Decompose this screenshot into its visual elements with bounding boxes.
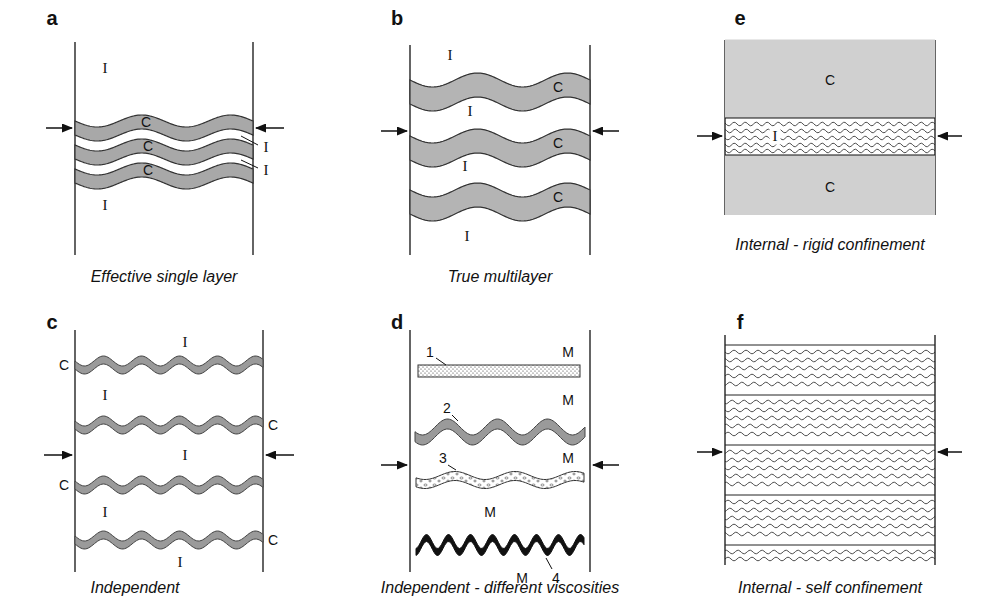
panel-caption: True multilayer — [448, 268, 553, 286]
incompetent-lamina — [725, 143, 935, 147]
layer-label: I — [465, 228, 470, 245]
stippled-layer — [418, 365, 580, 377]
layer-label: M — [484, 504, 496, 520]
panel-caption: Internal - rigid confinement — [735, 236, 924, 254]
competent-layer — [410, 129, 590, 167]
stiff-layer — [416, 535, 584, 556]
layer-label: C — [553, 189, 563, 205]
panel-caption: Independent — [91, 579, 180, 597]
incompetent-lamina — [725, 350, 935, 354]
incompetent-lamina — [725, 374, 935, 378]
incompetent-lamina — [725, 136, 935, 140]
competent-layer — [75, 476, 263, 494]
incompetent-lamina — [725, 508, 935, 511]
layer-label: C — [268, 532, 278, 548]
layer-label: C — [143, 162, 153, 178]
rigid-blocks — [725, 40, 935, 215]
layer-boundary — [725, 545, 935, 546]
competent-layer — [75, 139, 253, 165]
incompetent-lamina — [725, 450, 935, 453]
panel-letter: a — [46, 7, 57, 30]
callout-number: 3 — [439, 450, 447, 466]
layer-label: C — [553, 79, 563, 95]
panel-letter: f — [737, 311, 744, 334]
competent-layer — [75, 115, 253, 141]
competent-layer — [415, 419, 585, 445]
incompetent-lamina — [725, 500, 935, 504]
panel-letter: d — [391, 311, 403, 334]
leader-lines — [241, 136, 552, 569]
layer-label: I — [770, 128, 781, 145]
incompetent-lamina — [725, 458, 935, 461]
layer-label: C — [59, 357, 69, 373]
layer-label: C — [143, 138, 153, 154]
layer-label: I — [448, 47, 453, 64]
competent-layer — [75, 416, 263, 434]
compression-arrows — [44, 128, 962, 465]
layer-boundary — [725, 395, 935, 396]
competent-layer — [410, 183, 590, 221]
incompetent-lamina — [725, 482, 935, 485]
incompetent-lamina — [725, 432, 935, 436]
competent-layer — [75, 531, 263, 549]
layer-boundary — [725, 445, 935, 446]
panel-caption: Effective single layer — [91, 268, 238, 286]
callout-number: 1 — [426, 344, 434, 360]
layer-label: C — [825, 179, 835, 195]
panel-caption: Internal - self confinement — [738, 579, 922, 597]
layer-label: I — [103, 197, 108, 214]
competent-layer — [75, 356, 263, 374]
incompetent-lamina — [725, 408, 935, 412]
incompetent-lamina — [725, 474, 935, 477]
incompetent-lamina — [725, 358, 935, 361]
layer-label: C — [59, 477, 69, 493]
panel-letter: e — [734, 7, 745, 30]
frame-lines — [75, 40, 935, 572]
panel-letter: c — [46, 311, 57, 334]
incompetent-lamina — [725, 424, 935, 427]
incompetent-lamina — [725, 524, 935, 528]
incompetent-lamina — [725, 416, 935, 419]
layer-label: M — [562, 392, 574, 408]
layer-label: I — [103, 60, 108, 77]
incompetent-lamina — [725, 532, 935, 535]
layer-label: I — [103, 387, 108, 404]
incompetent-lamina — [725, 129, 935, 133]
competent-layer — [410, 73, 590, 111]
incompetent-lamina — [725, 366, 935, 369]
layer-label: I — [463, 158, 468, 175]
incompetent-lamina — [725, 466, 935, 470]
incompetent-lamina — [725, 400, 935, 403]
callout-number: 2 — [443, 400, 451, 416]
layer-label: C — [141, 114, 151, 130]
layer-label: I — [183, 447, 188, 464]
layer-label: C — [268, 417, 278, 433]
incompetent-lamina — [725, 557, 935, 561]
panel-letter: b — [391, 7, 403, 30]
incompetent-lamina — [725, 382, 935, 385]
incompetent-lamina — [725, 550, 935, 553]
layer-boundary — [725, 495, 935, 496]
incompetent-lamina — [725, 122, 935, 126]
layer-label: M — [562, 450, 574, 466]
incompetent-lamina — [725, 149, 935, 153]
layer-label: I — [178, 554, 183, 571]
layer-label: C — [553, 135, 563, 151]
layer-label: I — [468, 103, 473, 120]
layer-boundary — [725, 345, 935, 346]
layer-label: I — [103, 504, 108, 521]
layer-label: I — [183, 334, 188, 351]
layer-label: I — [264, 162, 269, 179]
incompetent-lamina — [725, 516, 935, 519]
layer-label: M — [562, 344, 574, 360]
layer-label: I — [264, 139, 269, 156]
pebbly-layer — [416, 472, 584, 489]
fold-layers — [75, 73, 935, 561]
panel-caption: Independent - different viscosities — [381, 579, 619, 597]
layer-label: C — [825, 72, 835, 88]
competent-layer — [75, 163, 253, 189]
